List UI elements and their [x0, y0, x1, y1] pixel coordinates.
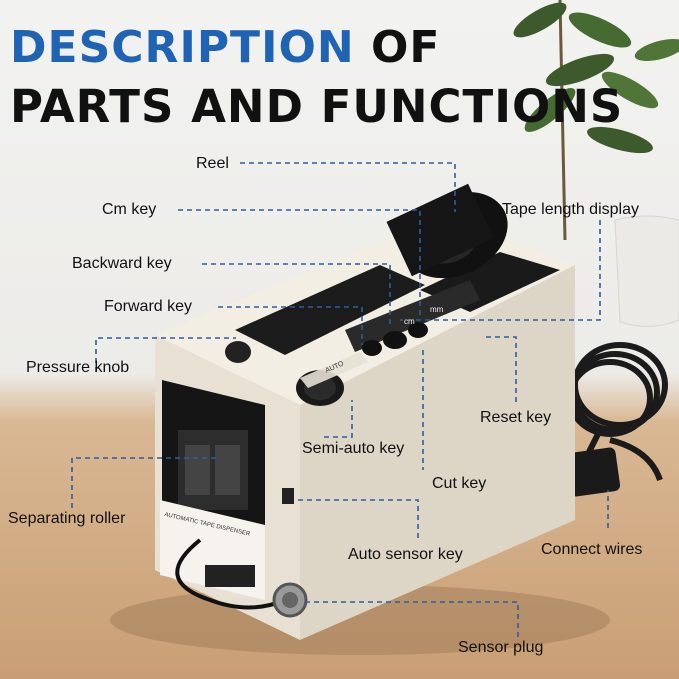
label-connect-wires: Connect wires — [541, 541, 643, 558]
reel-graphic — [386, 183, 508, 279]
label-cut-key: Cut key — [432, 475, 487, 492]
label-tape-length-display: Tape length display — [502, 201, 639, 218]
label-cm-key: Cm key — [102, 201, 157, 218]
title-line-1: DESCRIPTION OF — [10, 26, 440, 70]
title-line-2: PARTS AND FUNCTIONS — [10, 80, 624, 133]
title-highlight: DESCRIPTION — [10, 22, 355, 73]
panel-cm-text: cm — [404, 317, 415, 326]
label-auto-sensor-key: Auto sensor key — [348, 546, 463, 563]
label-semi-auto-key: Semi-auto key — [302, 440, 405, 457]
plant-decoration — [513, 0, 679, 241]
label-pressure-knob: Pressure knob — [26, 359, 130, 376]
auto-sensor-switch-graphic — [282, 488, 294, 504]
label-sensor-plug: Sensor plug — [458, 639, 544, 656]
panel-mm-text: mm — [430, 305, 444, 314]
pressure-knob-graphic — [225, 341, 251, 363]
label-reel: Reel — [196, 155, 229, 172]
label-backward-key: Backward key — [72, 255, 172, 272]
label-forward-key: Forward key — [104, 298, 193, 315]
key-panel — [345, 280, 480, 352]
leader-lines — [71, 162, 609, 638]
title-of: OF — [371, 22, 441, 73]
label-separating-roller: Separating roller — [8, 510, 126, 527]
label-reset-key: Reset key — [480, 409, 552, 426]
plant-pot — [614, 215, 679, 327]
